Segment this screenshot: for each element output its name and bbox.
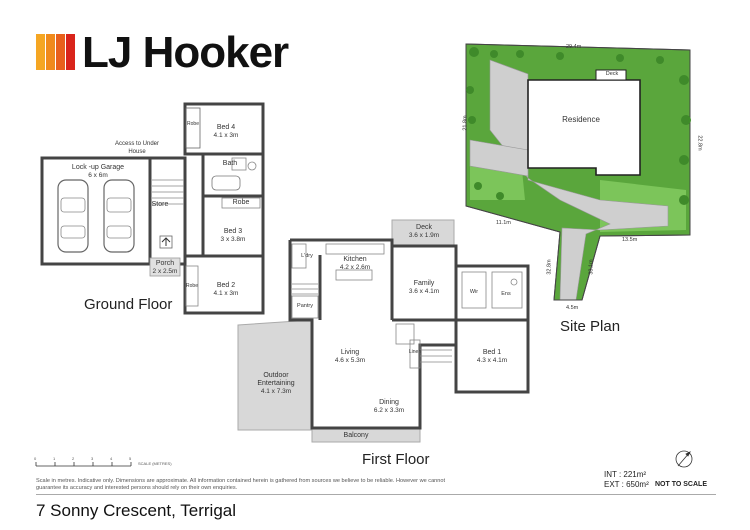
brand-name: LJ Hooker [82, 28, 289, 77]
scale-label: SCALE (METRES) [138, 461, 172, 466]
site-dim-drive-left: 32.8m [546, 259, 553, 275]
site-dim-top: 29.4m [566, 44, 582, 50]
site-residence-label: Residence [562, 115, 600, 124]
not-to-scale: NOT TO SCALE [655, 481, 707, 488]
scale-tick-5: 5 [129, 456, 132, 461]
divider [36, 494, 716, 495]
site-dim-drive-right: 33.1m [588, 259, 595, 275]
room-label-robe-bed2: Robe [186, 283, 198, 289]
room-label-linen: Linen [408, 349, 422, 355]
site-plan-title: Site Plan [560, 318, 621, 335]
site-dim-mid: 11.1m [496, 220, 511, 226]
room-label-bath: Bath [222, 160, 238, 167]
room-label-bed1: Bed 1 4.3 x 4.1m [476, 349, 508, 364]
scale-bar [35, 462, 132, 467]
room-label-wir: Wir [469, 289, 479, 295]
room-label-garage: Lock -up Garage 6 x 6m [71, 164, 125, 179]
room-label-kitchen: Kitchen 4.2 x 2.6m [339, 256, 371, 271]
room-label-balcony: Balcony [343, 432, 369, 439]
room-label-porch: Porch 2 x 2.5m [152, 260, 178, 275]
scale-tick-2: 2 [72, 456, 75, 461]
site-deck-label: Deck [605, 71, 619, 77]
room-label-pantry: Pantry [297, 303, 313, 309]
property-address: 7 Sonny Crescent, Terrigal [36, 501, 237, 520]
room-label-ens: Ens [501, 291, 511, 297]
room-label-bed3: Bed 3 3 x 3.8m [220, 228, 246, 243]
site-plan-drawing [465, 43, 691, 301]
logo-bar [66, 34, 75, 70]
scale-tick-1: 1 [53, 456, 56, 461]
room-label-outdoor: Outdoor Entertaining 4.1 x 7.3m [257, 372, 295, 395]
scale-tick-0: 0 [34, 456, 37, 461]
first-floor-plan [288, 238, 530, 430]
room-label-robe-bed4: Robe [187, 121, 199, 127]
compass-icon [675, 450, 693, 468]
site-dim-bottom: 4.5m [566, 305, 579, 311]
internal-area: INT : 221m² [604, 470, 647, 479]
site-dim-right: 22.8m [696, 135, 703, 151]
scale-tick-4: 4 [110, 456, 113, 461]
room-label-bed4: Bed 4 4.1 x 3m [213, 124, 239, 139]
logo-bar [46, 34, 55, 70]
room-label-family: Family 3.6 x 4.1m [408, 280, 440, 295]
room-label-store: Store [151, 201, 169, 208]
first-floor-title: First Floor [362, 451, 430, 468]
logo-bar [56, 34, 65, 70]
site-dim-left: 21.8m [462, 115, 469, 131]
room-label-laundry: L'dry [301, 253, 313, 259]
room-label-deck: Deck 3.6 x 1.9m [408, 224, 440, 239]
access-note: Access to Under House [114, 141, 160, 155]
room-label-dining: Dining 6.2 x 3.3m [373, 399, 405, 414]
site-trees [466, 47, 691, 205]
ground-floor-title: Ground Floor [84, 296, 173, 313]
room-label-robe-bed3: Robe [232, 199, 250, 206]
logo-bar [36, 34, 45, 70]
ground-floor-plan [40, 102, 265, 315]
disclaimer: Scale in metres. Indicative only. Dimens… [36, 478, 446, 491]
external-area: EXT : 650m² [604, 480, 649, 489]
room-label-bed2: Bed 2 4.1 x 3m [213, 282, 239, 297]
scale-tick-3: 3 [91, 456, 94, 461]
site-dim-lower: 13.5m [622, 237, 638, 243]
room-label-living: Living 4.6 x 5.3m [334, 349, 366, 364]
